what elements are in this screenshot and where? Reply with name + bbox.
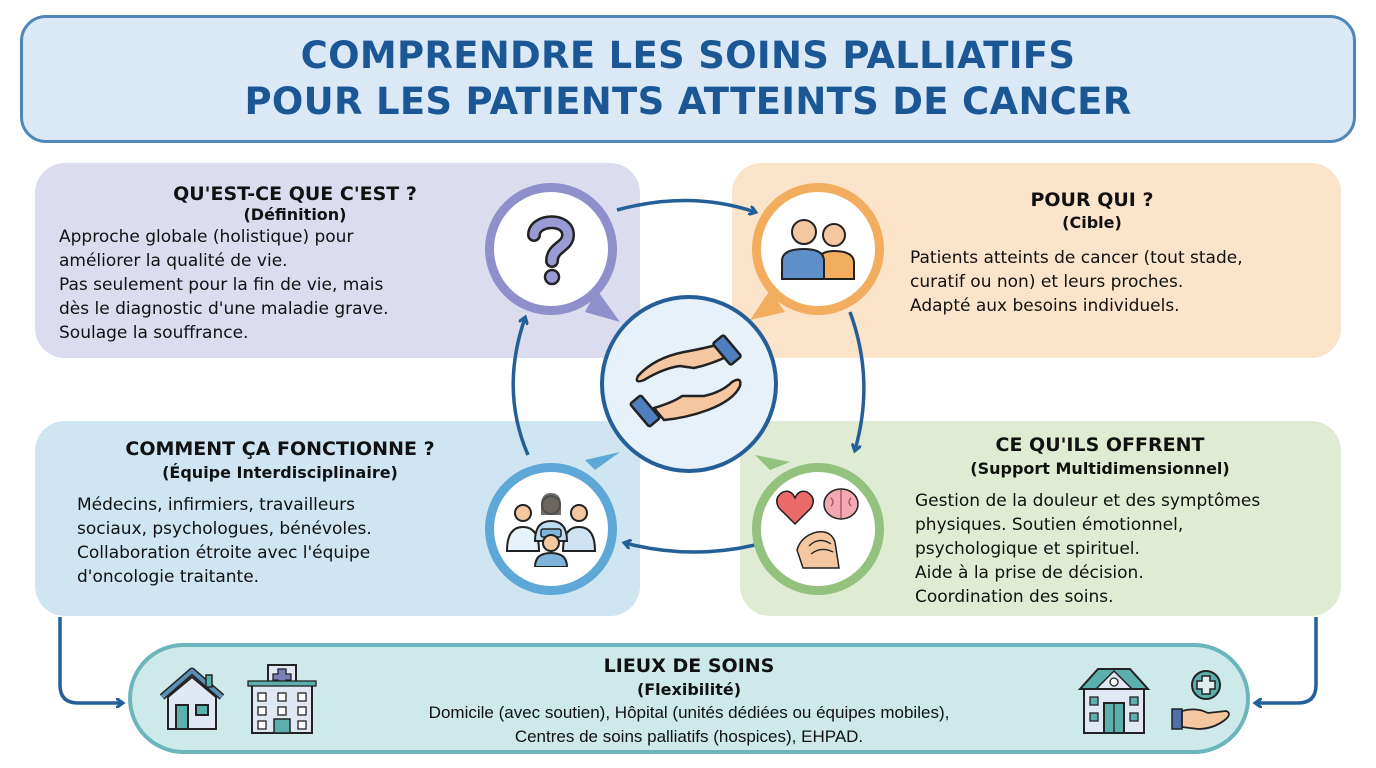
offer-line: physiques. Soutien émotionnel,: [915, 515, 1184, 535]
offer-line: psychologique et spirituel.: [915, 539, 1140, 559]
locations-title: LIEUX DE SOINS: [603, 655, 775, 677]
target-icon-bubble: [752, 183, 884, 315]
target-title: POUR QUI ?: [1030, 189, 1154, 211]
hand-with-cross-icon: [1171, 670, 1230, 730]
care-home-icon: [1077, 668, 1151, 734]
hospital-icon: [247, 664, 317, 734]
house-icon: [159, 667, 225, 730]
offer-line: Coordination des soins.: [915, 587, 1114, 607]
team-line: Collaboration étroite avec l'équipe: [77, 543, 371, 563]
title-banner: COMPRENDRE LES SOINS PALLIATIFS POUR LES…: [20, 15, 1356, 143]
definition-line: améliorer la qualité de vie.: [59, 251, 288, 271]
team-title: COMMENT ÇA FONCTIONNE ?: [125, 438, 435, 460]
offer-line: Aide à la prise de décision.: [915, 563, 1144, 583]
offer-title: CE QU'ILS OFFRENT: [995, 434, 1205, 456]
page-title-line-2: POUR LES PATIENTS ATTEINTS DE CANCER: [244, 80, 1132, 123]
definition-subtitle: (Définition): [243, 205, 347, 224]
locations-line: Domicile (avec soutien), Hôpital (unités…: [428, 703, 950, 722]
team-line: d'oncologie traitante.: [77, 567, 260, 587]
target-line: Adapté aux besoins individuels.: [910, 296, 1180, 316]
center-caring-hands: [600, 295, 778, 473]
locations-line: Centres de soins palliatifs (hospices), …: [514, 727, 864, 746]
definition-title: QU'EST-CE QUE C'EST ?: [173, 183, 417, 205]
offer-subtitle: (Support Multidimensionnel): [970, 459, 1230, 478]
definition-line: Approche globale (holistique) pour: [59, 227, 354, 247]
locations-banner: LIEUX DE SOINS (Flexibilité) Domicile (a…: [128, 643, 1250, 754]
target-subtitle: (Cible): [1062, 213, 1122, 232]
team-icon-bubble: [485, 463, 617, 595]
locations-text: LIEUX DE SOINS (Flexibilité) Domicile (a…: [322, 653, 1056, 749]
definition-line: Pas seulement pour la fin de vie, mais: [59, 275, 384, 295]
target-line: curatif ou non) et leurs proches.: [910, 272, 1184, 292]
page-title-line-1: COMPRENDRE LES SOINS PALLIATIFS: [300, 34, 1076, 77]
caring-hands-icon: [629, 334, 742, 428]
offer-icon-bubble: [752, 463, 884, 595]
definition-line: dès le diagnostic d'une maladie grave.: [59, 299, 389, 319]
question-mark-icon: [527, 215, 576, 286]
two-people-icon: [781, 219, 855, 280]
offer-line: Gestion de la douleur et des symptômes: [915, 491, 1261, 511]
locations-subtitle: (Flexibilité): [636, 680, 742, 699]
team-subtitle: (Équipe Interdisciplinaire): [162, 463, 398, 482]
target-line: Patients atteints de cancer (tout stade,: [910, 248, 1243, 268]
medical-team-icon: [505, 493, 597, 567]
definition-line: Soulage la souffrance.: [59, 323, 249, 343]
team-line: Médecins, infirmiers, travailleurs: [77, 495, 355, 515]
definition-icon-bubble: [485, 183, 617, 315]
team-line: sociaux, psychologues, bénévoles.: [77, 519, 372, 539]
heart-brain-hands-icon: [776, 488, 859, 569]
